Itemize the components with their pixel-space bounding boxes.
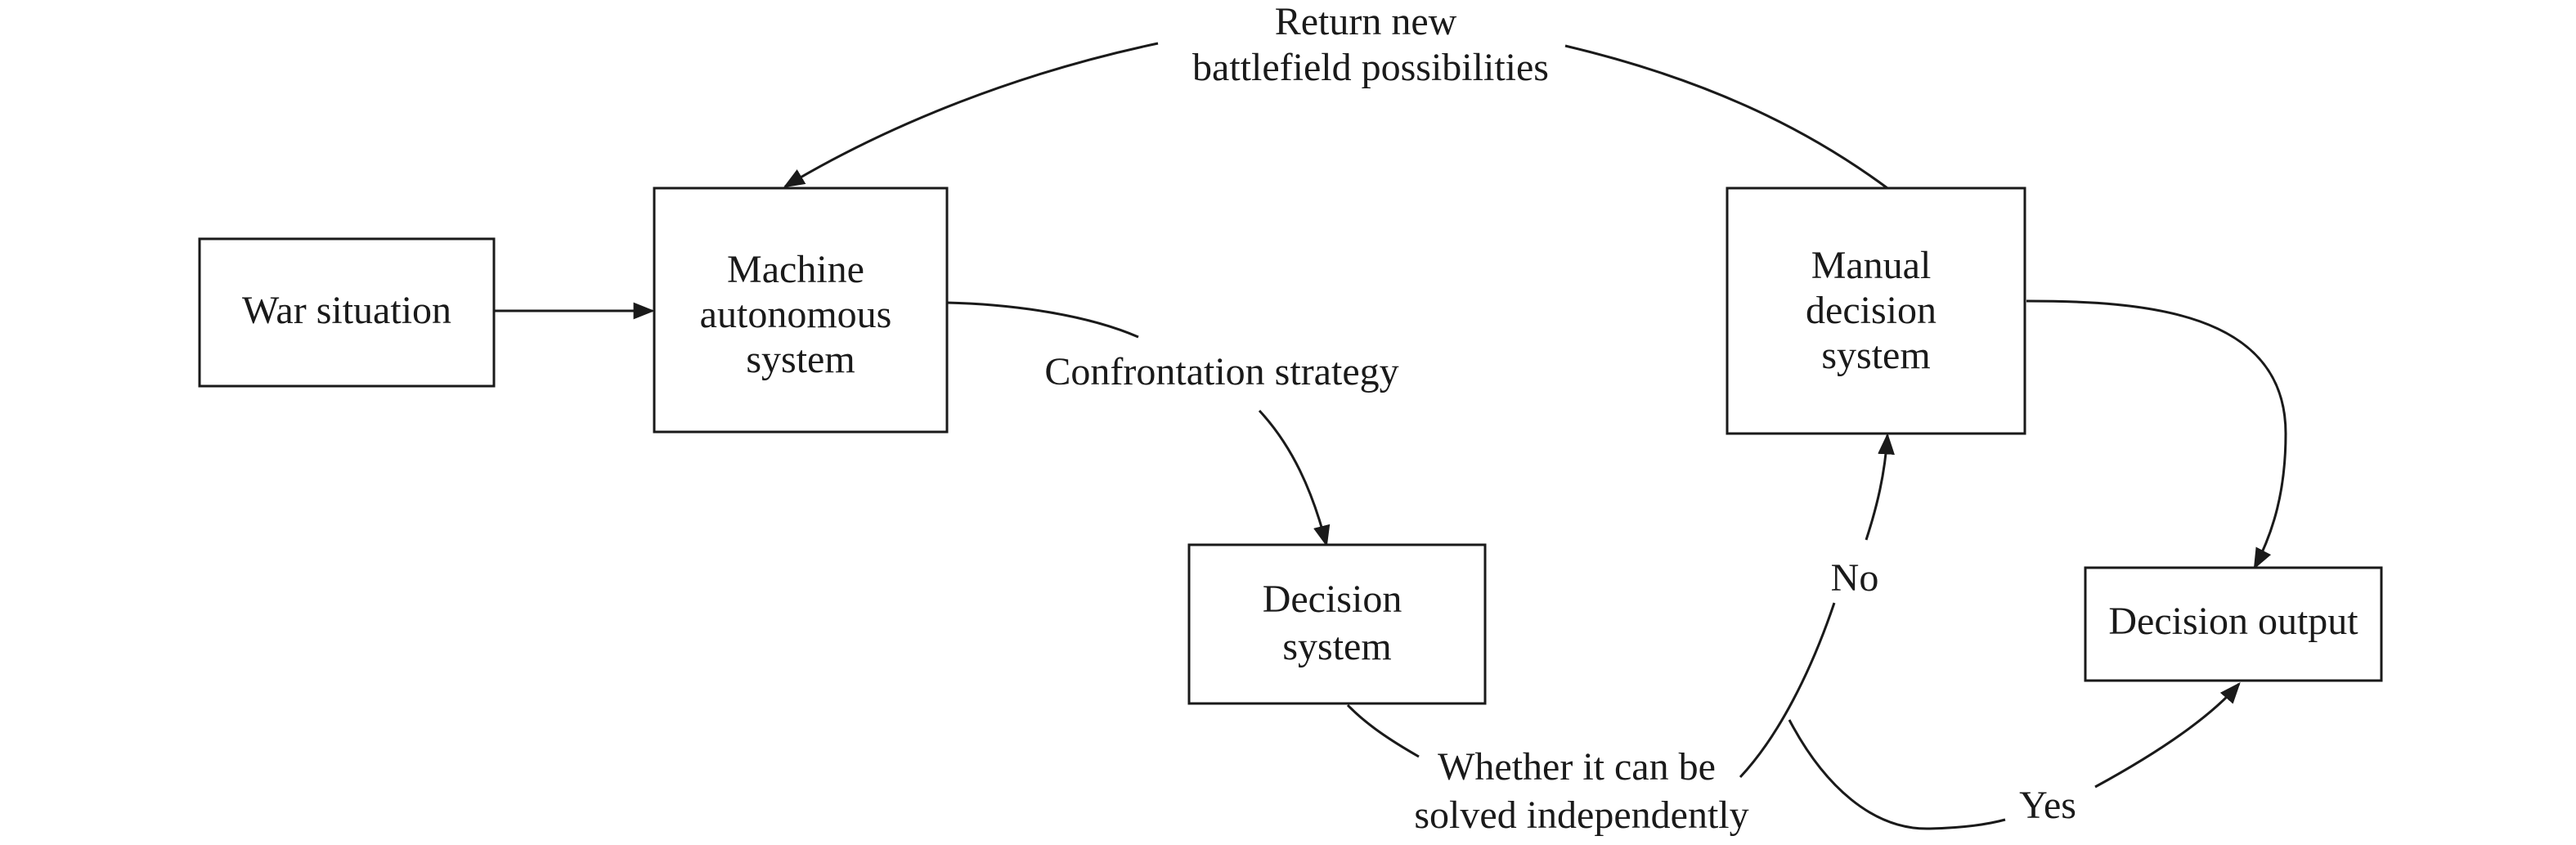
label-no: No [1831, 556, 1879, 600]
label-yes: Yes [2019, 784, 2076, 827]
node-decision-system-label: Decision system [1263, 578, 1412, 668]
edge-no-to-manual [1865, 433, 1895, 541]
label-return-new-battlefield-possibilities: Return new battlefield possibilities [1192, 0, 1549, 89]
edge-decision-to-question [1346, 703, 1420, 758]
label-confrontation-strategy: Confrontation strategy [1044, 350, 1398, 393]
edge-manual-to-output [2026, 299, 2287, 570]
node-manual-decision-system: Manual decision system [1726, 187, 2026, 435]
node-machine-autonomous-system: Machine autonomous system [653, 187, 949, 434]
edge-strategy-to-decision [1258, 409, 1331, 547]
node-machine-autonomous-system-label: Machine autonomous system [700, 248, 902, 381]
label-whether-solved-independently: Whether it can be solved independently [1414, 745, 1748, 837]
edge-question-to-yes [1788, 719, 2006, 830]
edge-question-to-no [1739, 602, 1836, 779]
node-war-situation: War situation [198, 237, 496, 388]
edge-manual-to-return-label [1564, 44, 1888, 190]
edge-return-label-to-machine [783, 42, 1159, 188]
node-decision-system: Decision system [1187, 543, 1487, 705]
node-decision-output: Decision output [2084, 566, 2383, 682]
node-war-situation-label: War situation [242, 289, 451, 332]
node-manual-decision-system-label: Manual decision system [1806, 244, 1946, 377]
edge-machine-to-strategy [946, 301, 1139, 339]
edge-yes-to-output [2094, 682, 2241, 789]
node-decision-output-label: Decision output [2108, 600, 2358, 643]
